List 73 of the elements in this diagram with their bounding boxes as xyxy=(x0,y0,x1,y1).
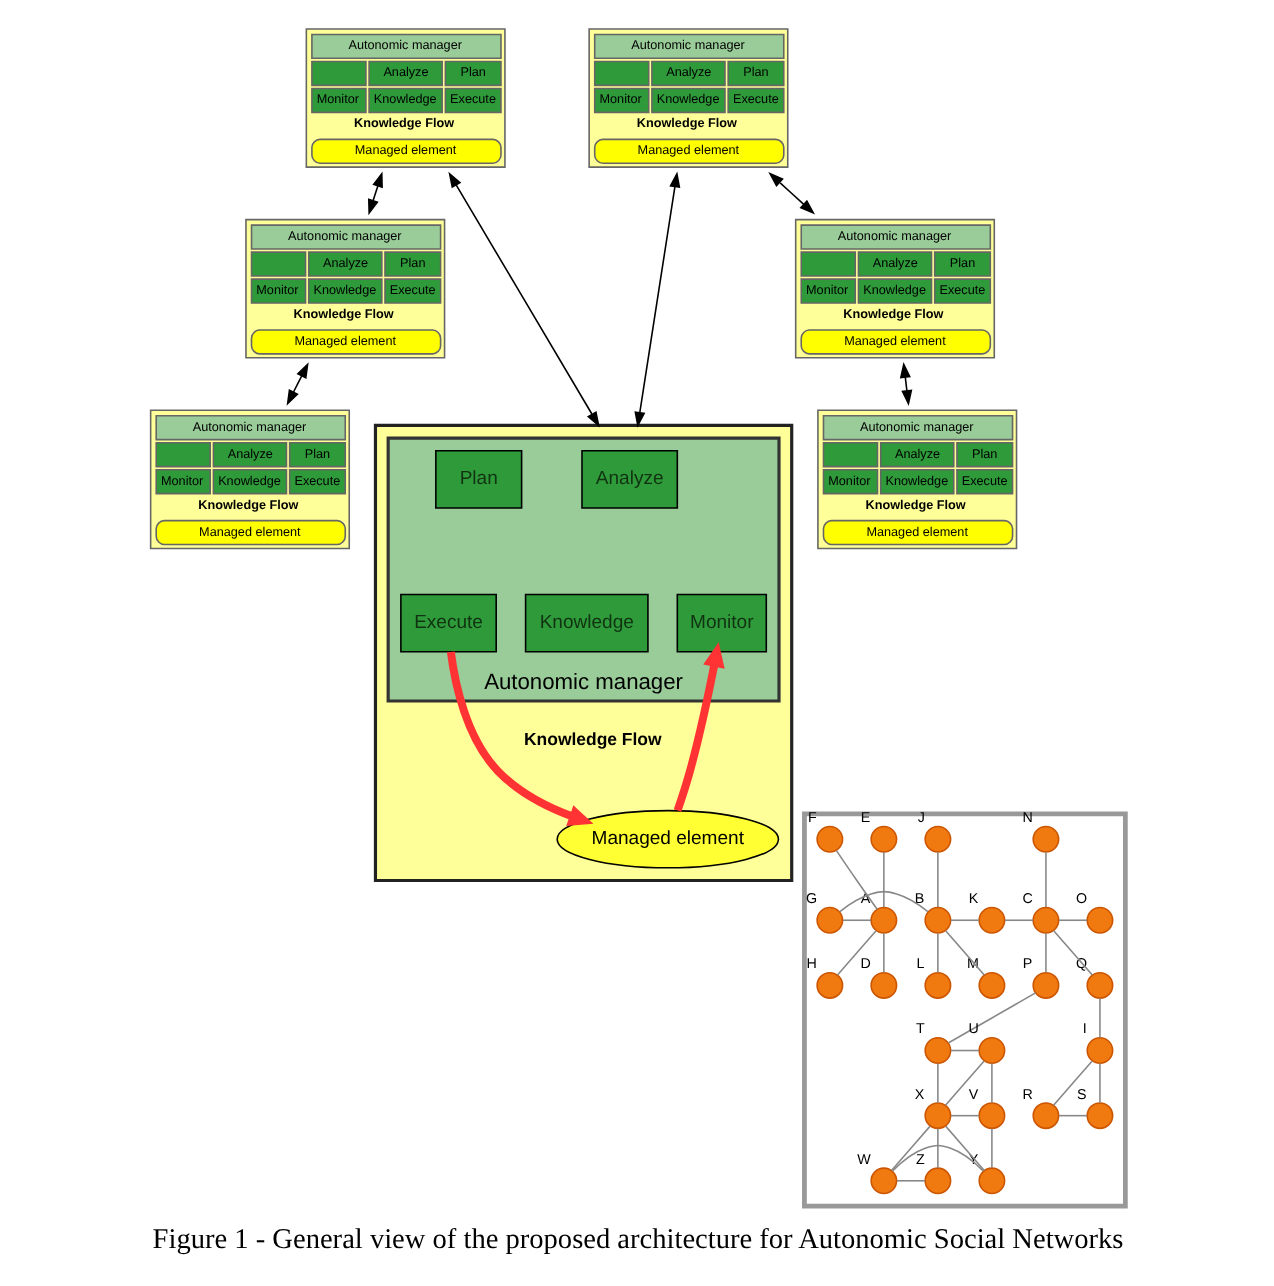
connector xyxy=(1052,930,1093,976)
connector xyxy=(990,1127,992,1169)
arrow xyxy=(285,362,308,406)
node-circle xyxy=(1085,1102,1113,1130)
node-circle xyxy=(923,1102,951,1130)
node-circle xyxy=(977,906,1005,934)
node-circle xyxy=(1031,825,1059,853)
connector xyxy=(990,1062,992,1104)
node-circle xyxy=(923,1037,951,1065)
caption: Figure 1 - General view of the proposed architecture for Autonomic Social Networks xyxy=(151,1224,1123,1257)
label: Knowledge Flow xyxy=(523,729,661,750)
connector xyxy=(895,1180,925,1182)
node-ellipse: Managed element xyxy=(555,809,779,869)
connector xyxy=(936,932,938,974)
node-circle xyxy=(923,971,951,999)
node-circle xyxy=(815,906,843,934)
node-box: Plan xyxy=(434,449,522,509)
arrow xyxy=(447,171,599,428)
cluster xyxy=(801,811,1127,1209)
connector xyxy=(1098,1062,1100,1104)
node-circle xyxy=(923,906,951,934)
connector xyxy=(838,890,928,913)
connector xyxy=(882,932,884,974)
node-circle xyxy=(869,971,897,999)
connector xyxy=(889,1125,930,1172)
connector xyxy=(936,851,938,908)
node-circle xyxy=(977,1037,1005,1065)
node-circle xyxy=(977,1167,1005,1195)
node-circle xyxy=(815,971,843,999)
arrow xyxy=(672,642,724,812)
node-circle xyxy=(1085,971,1113,999)
connector xyxy=(943,1060,984,1107)
arrow xyxy=(898,362,912,406)
node-circle xyxy=(869,825,897,853)
connector xyxy=(891,1144,983,1172)
connector xyxy=(936,1127,938,1169)
arrow xyxy=(767,172,815,215)
node-box: Monitor xyxy=(675,593,767,653)
connector xyxy=(949,1049,979,1052)
connector xyxy=(944,1125,985,1172)
connector xyxy=(946,992,1036,1044)
node-box: Knowledge xyxy=(523,593,648,653)
node-circle xyxy=(1031,1102,1059,1130)
connector xyxy=(949,919,979,922)
node-circle xyxy=(1085,1037,1113,1065)
node-circle xyxy=(923,1167,951,1195)
connector xyxy=(936,1062,938,1104)
node-circle xyxy=(923,825,951,853)
node-circle xyxy=(869,1167,897,1195)
connector xyxy=(1044,932,1046,974)
arrow xyxy=(445,651,593,826)
connector xyxy=(1051,1060,1092,1107)
connector xyxy=(1057,919,1087,922)
cluster xyxy=(372,423,793,883)
arrow xyxy=(633,171,680,428)
node-circle xyxy=(869,906,897,934)
connector xyxy=(882,851,884,908)
connector xyxy=(835,930,876,976)
node-circle xyxy=(1031,971,1059,999)
node-circle xyxy=(977,1102,1005,1130)
connector xyxy=(1044,851,1046,908)
connector xyxy=(949,1114,979,1117)
connector xyxy=(1098,997,1100,1039)
node-circle xyxy=(815,825,843,853)
node-circle xyxy=(977,971,1005,999)
node-box: Analyze xyxy=(580,449,678,509)
connector xyxy=(1057,1114,1087,1117)
node-circle xyxy=(1085,906,1113,934)
connector xyxy=(841,919,871,922)
connector xyxy=(944,930,985,976)
node-circle xyxy=(1031,906,1059,934)
node-box: Execute xyxy=(399,593,496,653)
connector xyxy=(1003,919,1033,922)
